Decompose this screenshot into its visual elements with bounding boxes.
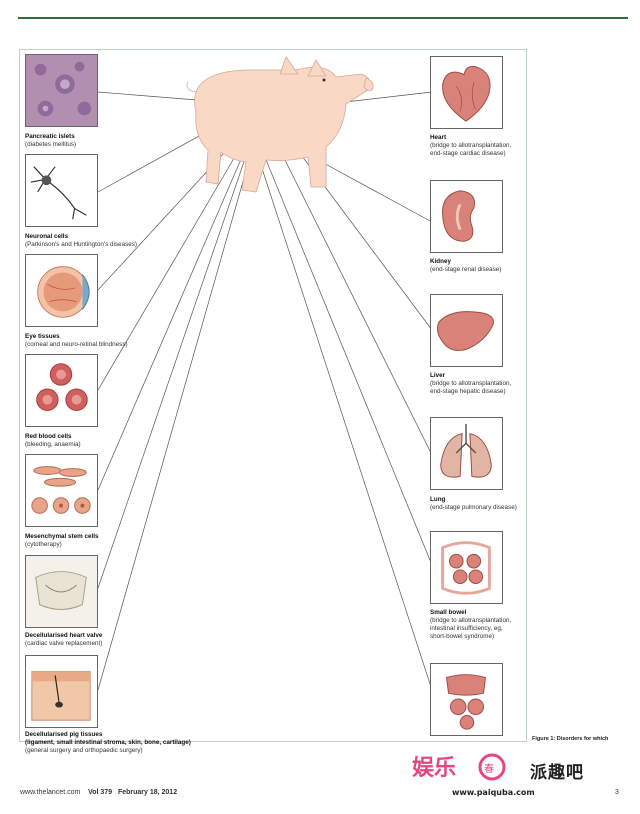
- figure-frame: [19, 49, 527, 742]
- watermark-site-name: 派趣吧: [530, 763, 584, 782]
- kidney-icon: [430, 180, 503, 253]
- item-title: Mesenchymal stem cells: [25, 533, 99, 540]
- right-caption-3: Liver (bridge to allotransplantation, en…: [430, 372, 620, 396]
- stem-cells-icon: [25, 454, 98, 527]
- item-title: Decellularised heart valve: [25, 632, 103, 639]
- right-caption-5: Small bowel (bridge to allotransplantati…: [430, 609, 620, 641]
- item-title: Liver: [430, 372, 446, 379]
- svg-text:娱乐: 娱乐: [412, 756, 456, 781]
- header-rule: [18, 17, 628, 19]
- item-desc: (bleeding, anaemia): [25, 441, 81, 448]
- left-caption-7: Decellularised pig tissues (ligament, sm…: [25, 731, 285, 755]
- item-title: Neuronal cells: [25, 233, 69, 240]
- page-number: 3: [615, 789, 619, 796]
- left-caption-4: Red blood cells (bleeding, anaemia): [25, 433, 215, 449]
- figure-caption-fragment: Figure 1: Disorders for which: [532, 736, 609, 742]
- item-title: Decellularised pig tissues: [25, 731, 103, 738]
- item-desc: (general surgery and orthopaedic surgery…: [25, 747, 143, 754]
- red-blood-cells-icon: [25, 354, 98, 427]
- skin-tissue-icon: [25, 655, 98, 728]
- left-caption-6: Decellularised heart valve (cardiac valv…: [25, 632, 215, 648]
- liver-icon: [430, 294, 503, 367]
- item-title: Small bowel: [430, 609, 467, 616]
- item-title: Lung: [430, 496, 446, 503]
- footer-volume: Vol 379: [88, 789, 113, 796]
- item-desc: (bridge to allotransplantation,: [430, 380, 512, 387]
- heart-valve-icon: [25, 555, 98, 628]
- item-desc: (end-stage pulmonary disease): [430, 504, 517, 511]
- item-desc: (bridge to allotransplantation,: [430, 617, 512, 624]
- item-desc: (diabetes mellitus): [25, 141, 77, 148]
- abdominal-organs-icon: [430, 663, 503, 736]
- item-title: Kidney: [430, 258, 451, 265]
- left-caption-3: Eye tissues (corneal and neuro-retinal b…: [25, 333, 215, 349]
- item-desc: (Parkinson's and Huntington's diseases): [25, 241, 137, 248]
- pig-illustration: [186, 56, 374, 193]
- watermark-logo: 娱乐 春: [412, 753, 506, 781]
- eye-icon: [25, 254, 98, 327]
- left-caption-2: Neuronal cells (Parkinson's and Huntingt…: [25, 233, 215, 249]
- item-desc: (corneal and neuro-retinal blindness): [25, 341, 128, 348]
- item-desc: (cardiac valve replacement): [25, 640, 103, 647]
- lung-icon: [430, 417, 503, 490]
- svg-text:春: 春: [484, 763, 494, 775]
- watermark-url: www.paiquba.com: [452, 788, 535, 797]
- item-desc: intestinal insufficiency, eg,: [430, 625, 503, 632]
- item-title-detail: (ligament, small intestinal stroma, skin…: [25, 739, 191, 746]
- item-desc: end-stage hepatic disease): [430, 388, 506, 395]
- item-title: Pancreatic islets: [25, 133, 75, 140]
- right-caption-4: Lung (end-stage pulmonary disease): [430, 496, 620, 512]
- page-footer: www.thelancet.com Vol 379 February 18, 2…: [20, 789, 177, 796]
- right-caption-1: Heart (bridge to allotransplantation, en…: [430, 134, 620, 158]
- footer-site[interactable]: www.thelancet.com: [20, 789, 81, 796]
- item-title: Red blood cells: [25, 433, 72, 440]
- item-desc: (cytotherapy): [25, 541, 62, 548]
- item-desc: short-bowel syndrome): [430, 633, 495, 640]
- pancreatic-islet-icon: [25, 54, 98, 127]
- item-title: Heart: [430, 134, 447, 141]
- neuron-icon: [25, 154, 98, 227]
- footer-date: February 18, 2012: [117, 789, 178, 796]
- heart-icon: [430, 56, 503, 129]
- item-desc: end-stage cardiac disease): [430, 150, 506, 157]
- left-caption-5: Mesenchymal stem cells (cytotherapy): [25, 533, 215, 549]
- item-desc: (end-stage renal disease): [430, 266, 502, 273]
- left-caption-1: Pancreatic islets (diabetes mellitus): [25, 133, 215, 149]
- item-desc: (bridge to allotransplantation,: [430, 142, 512, 149]
- item-title: Eye tissues: [25, 333, 60, 340]
- small-bowel-icon: [430, 531, 503, 604]
- right-caption-2: Kidney (end-stage renal disease): [430, 258, 620, 274]
